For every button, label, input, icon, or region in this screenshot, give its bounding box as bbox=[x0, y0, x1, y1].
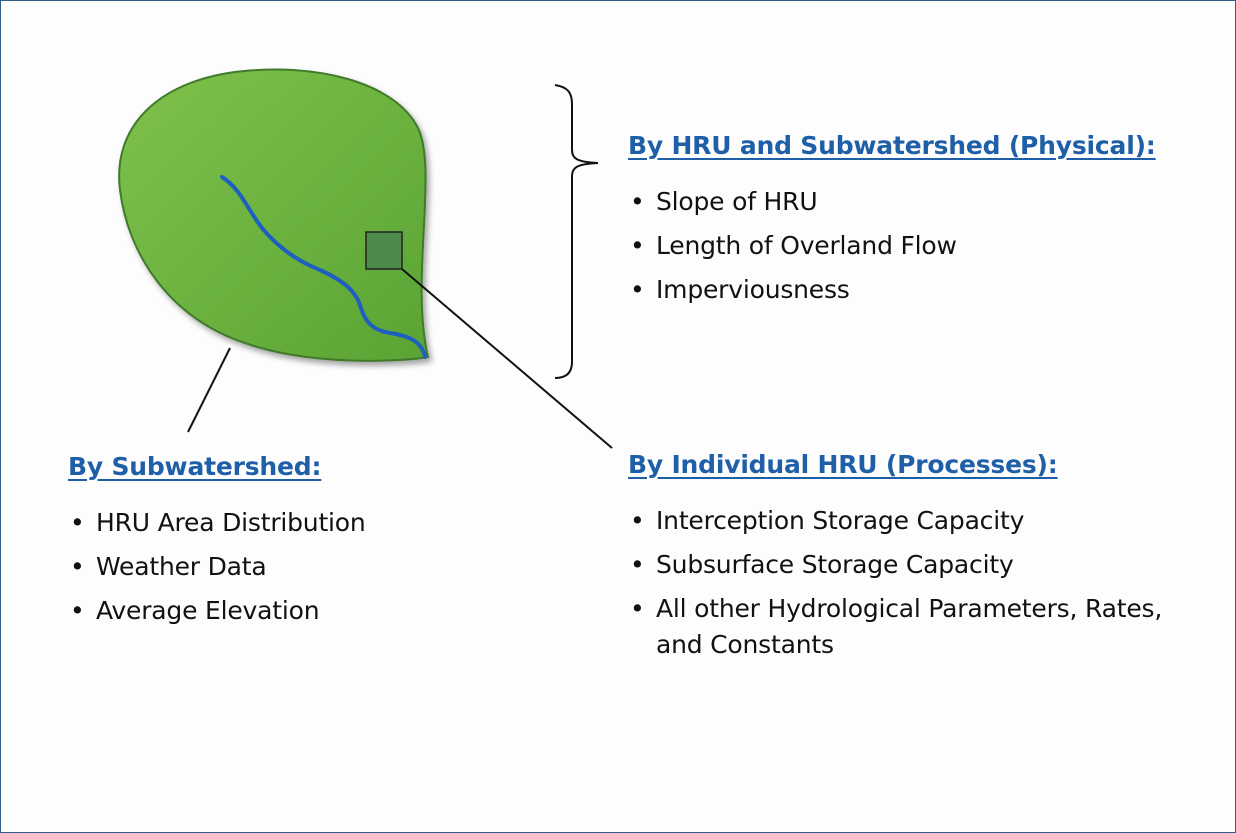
list-item: HRU Area Distribution bbox=[68, 501, 366, 545]
list-item: Length of Overland Flow bbox=[628, 224, 1156, 268]
subwatershed-connector-line bbox=[187, 347, 231, 433]
hru-section: By Individual HRU (Processes): Intercept… bbox=[628, 450, 1196, 663]
list-item: Subsurface Storage Capacity bbox=[628, 543, 1196, 587]
list-item: Imperviousness bbox=[628, 268, 1156, 312]
physical-list: Slope of HRU Length of Overland Flow Imp… bbox=[628, 180, 1156, 312]
list-item: Weather Data bbox=[68, 545, 366, 589]
stream-line bbox=[220, 175, 427, 359]
physical-section: By HRU and Subwatershed (Physical): Slop… bbox=[628, 131, 1156, 312]
physical-heading: By HRU and Subwatershed (Physical): bbox=[628, 131, 1156, 160]
hru-heading: By Individual HRU (Processes): bbox=[628, 450, 1058, 479]
subwatershed-shape bbox=[118, 68, 430, 362]
hru-connector-line bbox=[401, 268, 613, 449]
list-item: Average Elevation bbox=[68, 589, 366, 633]
right-brace bbox=[554, 84, 599, 379]
subwatershed-heading: By Subwatershed: bbox=[68, 452, 322, 481]
subwatershed-section: By Subwatershed: HRU Area Distribution W… bbox=[68, 452, 366, 633]
hru-box bbox=[365, 231, 403, 270]
subwatershed-list: HRU Area Distribution Weather Data Avera… bbox=[68, 501, 366, 633]
list-item: Interception Storage Capacity bbox=[628, 499, 1196, 543]
hru-list: Interception Storage Capacity Subsurface… bbox=[628, 499, 1196, 663]
list-item: Slope of HRU bbox=[628, 180, 1156, 224]
list-item: All other Hydrological Parameters, Rates… bbox=[628, 591, 1196, 663]
